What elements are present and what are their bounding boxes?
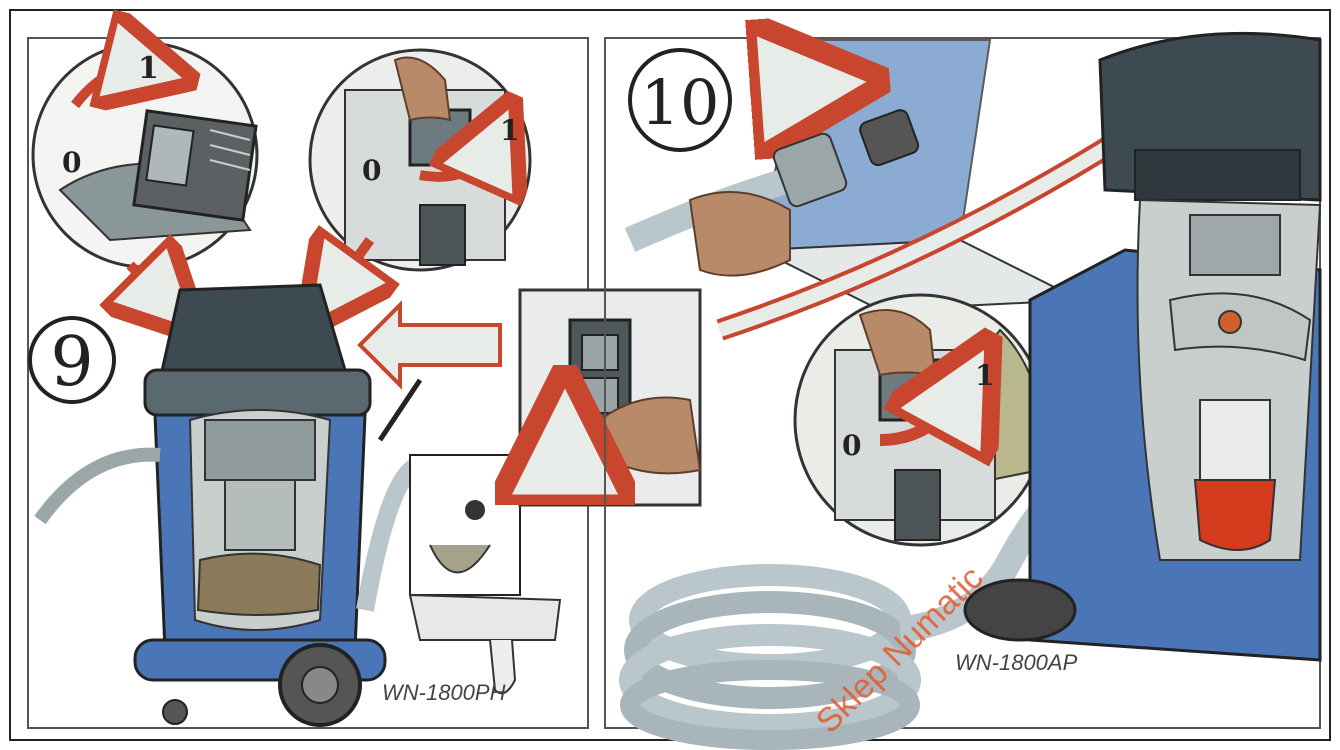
step-number-10-badge: 10: [630, 50, 730, 150]
switch-inset-right: 1 0: [795, 295, 1045, 545]
switch-inset-left: 1 0: [33, 43, 257, 267]
socket-inset-left: 1 0: [310, 50, 530, 270]
step-number-9-badge: 9: [30, 318, 114, 402]
hand-icon: [690, 192, 790, 276]
switch-on-label-left-2: 1: [500, 114, 519, 147]
step-number-9: 9: [50, 323, 93, 402]
switch-off-label-right: 0: [842, 429, 861, 462]
switch-on-label-right: 1: [975, 359, 994, 392]
switch-off-label-left-2: 0: [362, 154, 381, 187]
step-number-10: 10: [641, 66, 720, 139]
pointer-arrow-icon: [750, 85, 820, 90]
plug-inset-panel: [520, 290, 700, 505]
switch-on-label-left: 1: [138, 51, 159, 86]
model-label-right: WN-1800AP: [955, 650, 1078, 675]
model-label-left: WN-1800PH: [382, 680, 506, 705]
switch-off-label-left: 0: [62, 146, 81, 179]
